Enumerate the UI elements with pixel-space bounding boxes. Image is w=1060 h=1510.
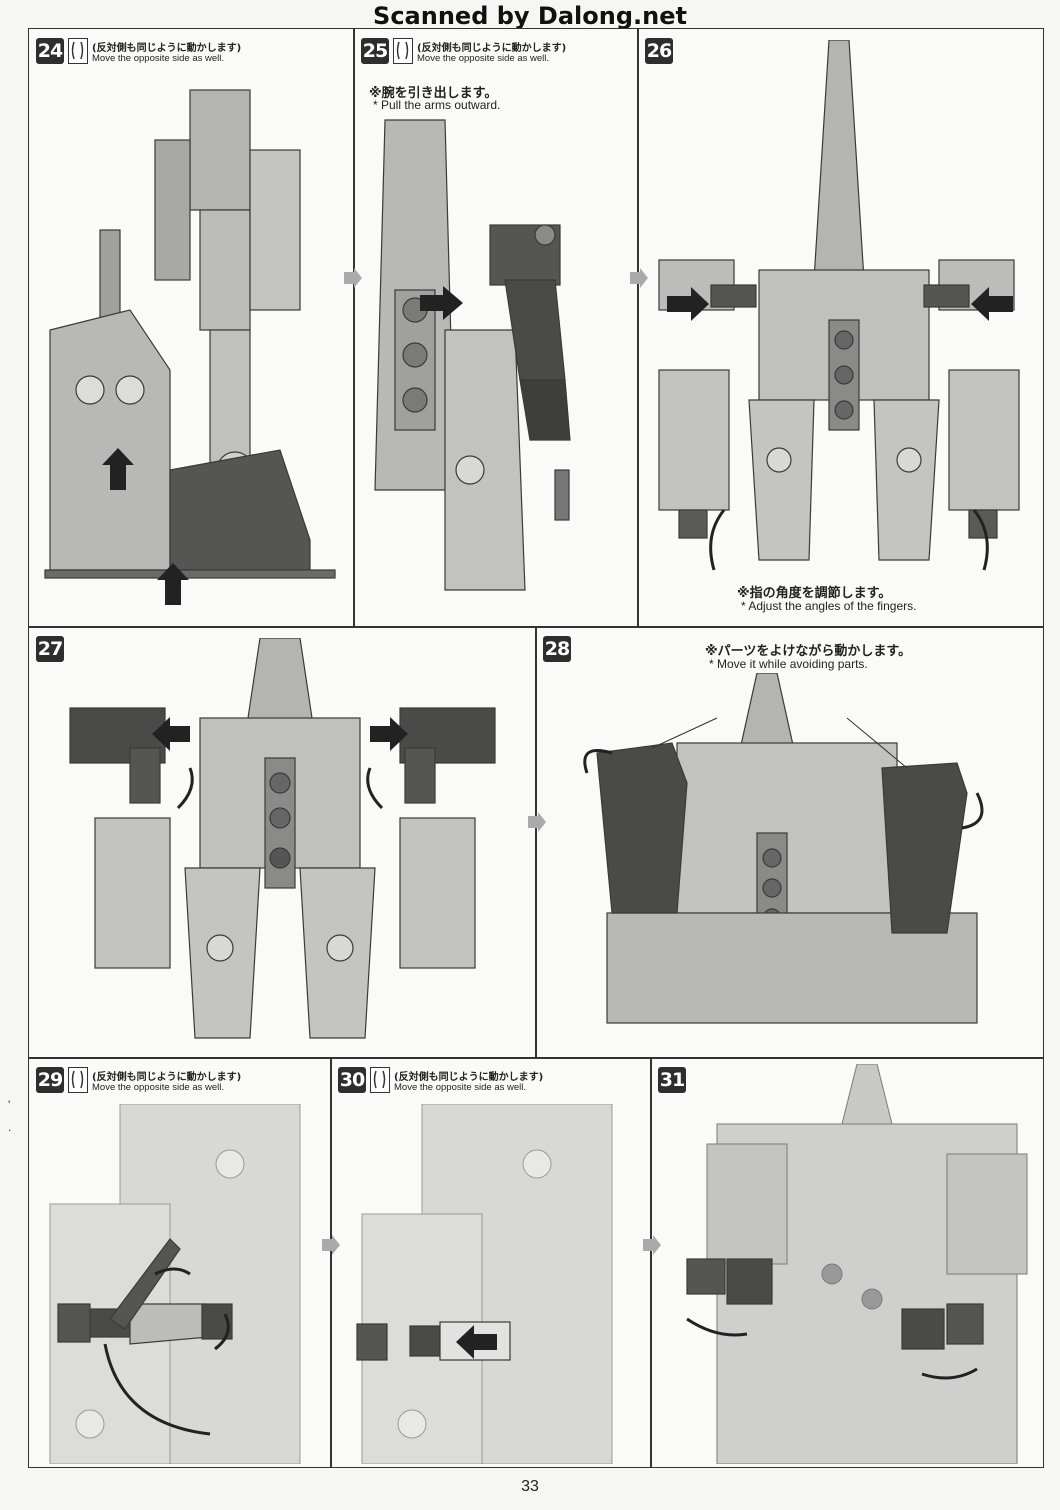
step-27-illustration [69, 638, 496, 1039]
step-28-illustration [583, 673, 984, 1024]
step-25-panel: 25 (反対側も同じように動かします) Move the opposite si… [355, 30, 636, 625]
instruction-jp: (反対側も同じように動かします) [417, 43, 567, 54]
step-29-illustration [49, 1104, 301, 1464]
note-en: * Move it while avoiding parts. [709, 657, 868, 671]
step-number: 30 [338, 1067, 366, 1093]
step-number: 27 [36, 636, 64, 662]
rotate-arrow-icon [709, 509, 726, 571]
rotate-arrow-icon [972, 509, 989, 571]
step-flow-arrow-icon [344, 268, 362, 288]
rotate-arrow-icon [154, 1267, 191, 1276]
rotate-arrow-icon [921, 1367, 978, 1380]
step-flow-arrow-icon [630, 268, 648, 288]
instruction-jp: (反対側も同じように動かします) [92, 43, 242, 54]
rotate-arrow-icon [961, 792, 984, 830]
rotate-arrow-icon [214, 1313, 230, 1351]
side-mark: ' [8, 1098, 11, 1112]
arrow-icon [456, 1325, 497, 1359]
step-26-illustration [658, 40, 1020, 571]
step-29-panel: 29 (反対側も同じように動かします) Move the opposite si… [30, 1059, 329, 1467]
watermark: Scanned by Dalong.net [373, 2, 687, 30]
note-en: * Adjust the angles of the fingers. [741, 599, 917, 613]
rotate-arrow-icon [103, 1343, 211, 1436]
column-divider [330, 1058, 332, 1468]
instruction-en: Move the opposite side as well. [394, 1082, 527, 1093]
instruction-jp: (反対側も同じように動かします) [394, 1072, 544, 1083]
step-number: 29 [36, 1067, 64, 1093]
step-number: 31 [658, 1067, 686, 1093]
note-jp: ※パーツをよけながら動かします。 [705, 644, 912, 659]
step-flow-arrow-icon [322, 1235, 340, 1255]
step-flow-arrow-icon [643, 1235, 661, 1255]
row-divider [28, 1057, 1044, 1059]
step-27-panel: 27 [30, 628, 534, 1056]
arrow-icon [971, 287, 1013, 321]
note-en: * Pull the arms outward. [373, 98, 501, 112]
step-number: 24 [36, 38, 64, 64]
step-31-illustration [686, 1064, 1028, 1464]
column-divider [535, 627, 537, 1057]
step-30-panel: 30 (反対側も同じように動かします) Move the opposite si… [332, 1059, 649, 1467]
note-jp: ※指の角度を調節します。 [737, 586, 892, 601]
step-number: 25 [361, 38, 389, 64]
rotate-arrow-icon [686, 1317, 748, 1337]
step-31-panel: 31 [652, 1059, 1043, 1467]
step-25-illustration [374, 119, 571, 591]
rotate-arrow-icon [176, 767, 194, 810]
instruction-en: Move the opposite side as well. [92, 53, 225, 64]
step-28-panel: 28 ※パーツをよけながら動かします。 * Move it while avoi… [537, 628, 1043, 1056]
row-divider [28, 626, 1044, 628]
step-flow-arrow-icon [528, 812, 546, 832]
instruction-en: Move the opposite side as well. [92, 1082, 225, 1093]
move-opposite-side-icon [393, 38, 413, 64]
rotate-arrow-icon [366, 767, 384, 810]
column-divider [637, 28, 639, 626]
step-number: 28 [543, 636, 571, 662]
step-24-illustration [44, 89, 336, 605]
column-divider [353, 28, 355, 626]
arrow-icon [667, 287, 709, 321]
move-opposite-side-icon [370, 1067, 390, 1093]
move-opposite-side-icon [68, 1067, 88, 1093]
step-26-panel: 26 ※指の角度を調節します。 * Adjust the angle [639, 30, 1043, 625]
column-divider [650, 1058, 652, 1468]
arrow-icon [420, 286, 463, 320]
move-opposite-side-icon [68, 38, 88, 64]
step-24-panel: 24 (反対側も同じように動かします) Move the opposite si… [30, 30, 352, 625]
step-number: 26 [645, 38, 673, 64]
step-30-illustration [356, 1104, 613, 1464]
arrow-icon [102, 448, 134, 490]
side-mark: . [8, 1120, 12, 1134]
note-jp: ※腕を引き出します。 [369, 86, 498, 101]
instruction-en: Move the opposite side as well. [417, 53, 550, 64]
instruction-jp: (反対側も同じように動かします) [92, 1072, 242, 1083]
arrow-icon [152, 717, 190, 751]
arrow-icon [157, 563, 189, 605]
page-number: 33 [521, 1478, 539, 1495]
rotate-arrow-icon [583, 749, 613, 774]
arrow-icon [370, 717, 408, 751]
